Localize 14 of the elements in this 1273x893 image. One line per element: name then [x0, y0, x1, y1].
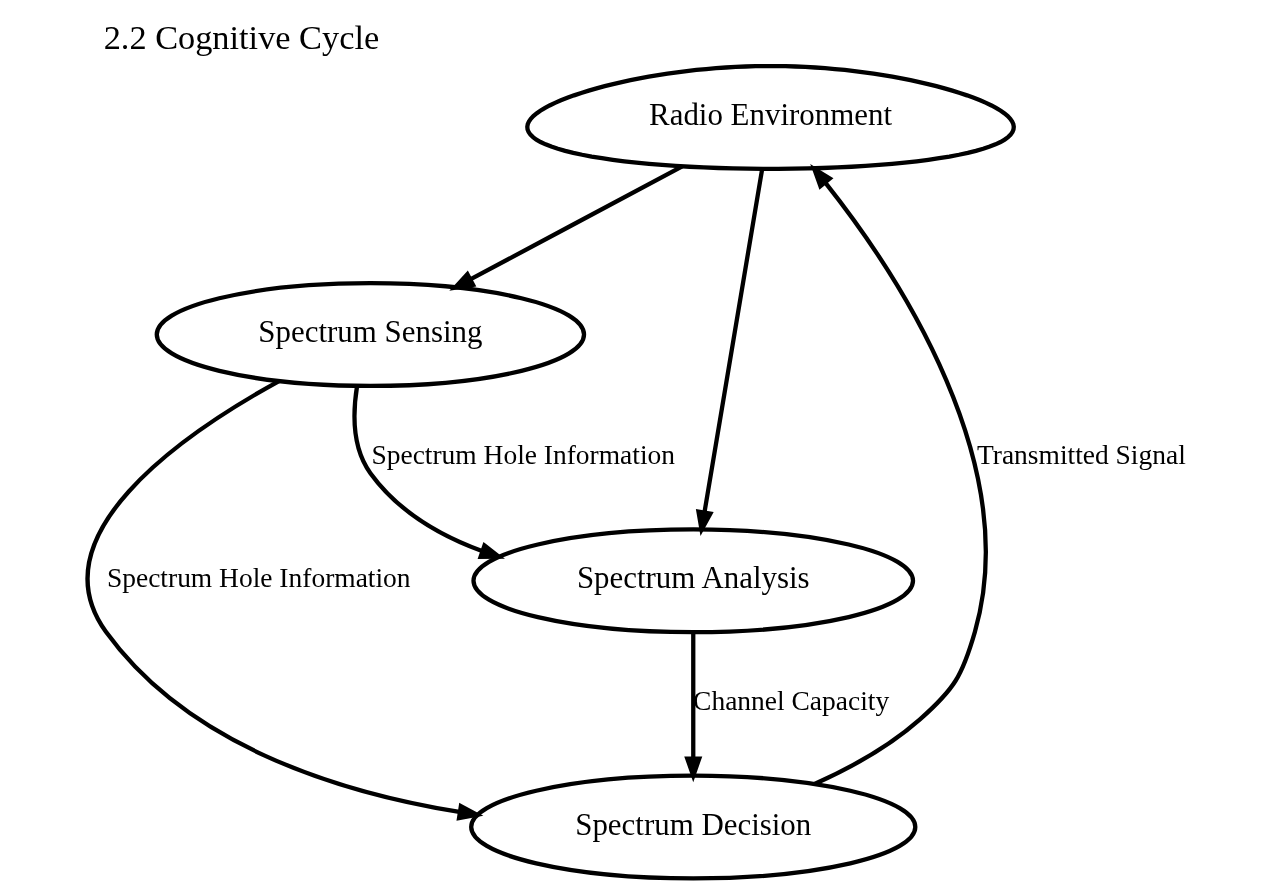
- edge-label: Spectrum Hole Information: [371, 440, 676, 471]
- node-ellipse: Spectrum Analysis: [471, 527, 916, 635]
- diagram-title: 2.2 Cognitive Cycle: [103, 18, 380, 57]
- edge-label: Spectrum Hole Information: [106, 563, 411, 594]
- node-ellipse: Spectrum Decision: [469, 773, 918, 881]
- edge-label: Transmitted Signal: [976, 440, 1186, 471]
- arrow: [449, 164, 684, 291]
- arrow: [810, 163, 988, 786]
- arrow: [684, 632, 703, 783]
- node-ellipse: Spectrum Sensing: [154, 281, 587, 389]
- edge-label: Channel Capacity: [693, 686, 890, 717]
- arrow: [352, 385, 505, 560]
- arrow: [695, 168, 765, 537]
- arrow: [85, 378, 484, 821]
